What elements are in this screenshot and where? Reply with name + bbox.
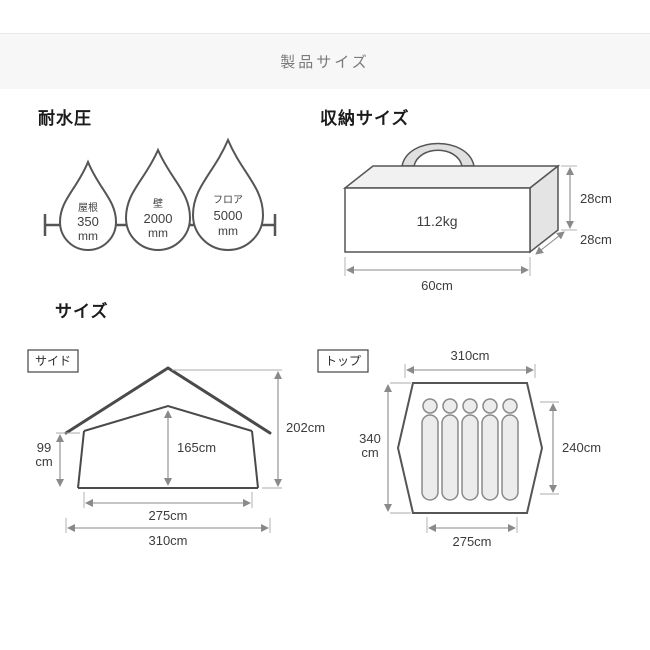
drop-unit: mm (78, 229, 98, 243)
sleeping-bag (441, 398, 459, 501)
top-label-box (317, 349, 369, 373)
side-label-box (27, 349, 79, 373)
drop-label: フロア (213, 195, 243, 206)
dim-inner-width-label: 275cm (148, 508, 187, 523)
dim-ext-line (404, 364, 536, 378)
dim-wall-height-unit: cm (35, 454, 52, 469)
drop-label: 壁 (153, 197, 163, 210)
dim-height-label: 28cm (580, 191, 612, 206)
side-view-diagram: サイド 202cm 165cm 99 cm 275cm 310cm (27, 349, 325, 548)
storage-heading: 収納サイズ (320, 109, 410, 128)
drop-shape (58, 159, 118, 251)
sleeping-bags (421, 398, 519, 501)
tent-walls-floor (77, 430, 259, 489)
drop-unit: mm (148, 226, 168, 240)
dim-wall-height-value: 99 (37, 440, 51, 455)
bag-weight-label: 11.2kg (417, 213, 458, 229)
dim-depth-label: 28cm (580, 232, 612, 247)
tent-roof-outline (64, 366, 272, 435)
drop-label: 屋根 (78, 201, 98, 214)
dim-ext-line (65, 518, 271, 533)
top-label: トップ (325, 354, 361, 368)
bag-front-face (344, 187, 531, 253)
sleeping-bag (501, 398, 519, 501)
water-drop-roof: 屋根 350 mm (58, 159, 118, 251)
dim-ext-line (540, 401, 559, 495)
dim-center-height-label: 165cm (177, 440, 216, 455)
drop-value: 2000 (144, 211, 173, 226)
water-resistance-heading: 耐水圧 (38, 109, 92, 128)
sleeping-bag (421, 398, 439, 501)
sleeping-bag (461, 398, 479, 501)
water-drop-floor: フロア 5000 mm (191, 137, 265, 251)
dim-ext-line (426, 517, 518, 533)
size-heading: サイズ (55, 302, 109, 321)
dim-length-unit: cm (361, 445, 378, 460)
water-drops-diagram: 屋根 350 mm 壁 2000 mm フロア 5000 mm (43, 137, 277, 251)
bag-handle (401, 142, 475, 167)
tent-inner-ceiling (83, 404, 253, 432)
dim-total-width-label: 310cm (148, 533, 187, 548)
dim-ext-line (390, 382, 411, 514)
dim-width-label: 310cm (450, 348, 489, 363)
storage-bag-diagram: 11.2kg 28cm 28cm 60cm (342, 142, 612, 293)
dim-inner-width-label: 275cm (452, 534, 491, 549)
dim-depth-arrow (535, 231, 565, 255)
dim-length-value: 340 (359, 431, 381, 446)
drop-value: 5000 (214, 208, 243, 223)
drop-unit: mm (218, 224, 238, 238)
dim-ext-line (83, 492, 253, 508)
drop-value: 350 (77, 214, 99, 229)
side-label: サイド (35, 354, 71, 368)
top-view-diagram: トップ 310cm 340 cm 240cm 275cm (317, 348, 601, 549)
page-title: 製品サイズ (280, 54, 370, 71)
sleeping-bag (481, 398, 499, 501)
page-title-bar: 製品サイズ (0, 33, 650, 89)
dim-peak-height-label: 202cm (286, 420, 325, 435)
drop-shape (124, 147, 192, 251)
drop-shape (191, 137, 265, 251)
water-drop-wall: 壁 2000 mm (124, 147, 192, 251)
dim-width-label: 60cm (421, 278, 453, 293)
bag-top-face (342, 165, 561, 189)
dim-inner-length-label: 240cm (562, 440, 601, 455)
